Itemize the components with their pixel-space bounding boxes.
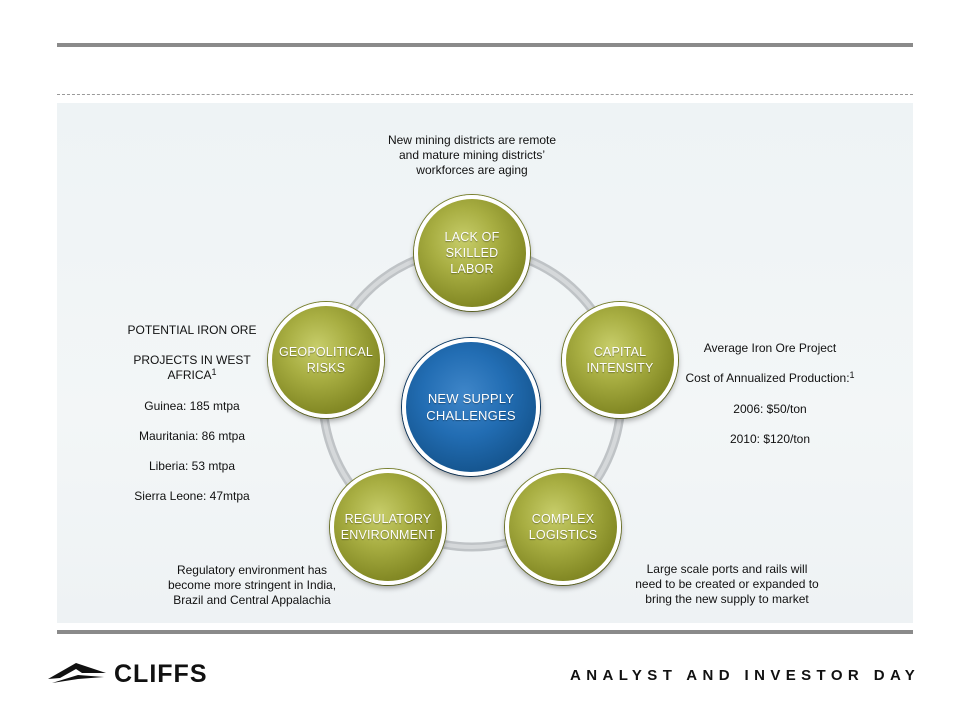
- bottom-rule: [57, 630, 913, 634]
- note-geopolitical-line1: POTENTIAL IRON ORE: [127, 323, 257, 337]
- node-geopolitical-risks: GEOPOLITICAL RISKS: [268, 302, 384, 418]
- footer-tagline: ANALYST AND INVESTOR DAY: [570, 667, 921, 684]
- note-capital-line2: Cost of Annualized Production:: [685, 371, 850, 385]
- node-label-capital: CAPITAL INTENSITY: [586, 345, 654, 375]
- node-label-geopolitical: GEOPOLITICAL RISKS: [278, 345, 374, 375]
- cliffs-logo: CLIFFS: [48, 660, 208, 689]
- node-label-logistics: COMPLEX LOGISTICS: [528, 512, 598, 542]
- note-geopolitical-item: Mauritania: 86 mtpa: [138, 429, 246, 443]
- logo-wordmark: CLIFFS: [114, 660, 208, 688]
- note-capital-line2-wrap: Cost of Annualized Production:1: [680, 370, 860, 387]
- note-capital: Average Iron Ore Project Cost of Annuali…: [680, 326, 860, 462]
- note-logistics: Large scale ports and rails will need to…: [635, 562, 819, 606]
- node-label-labor: LACK OF SKILLED LABOR: [444, 230, 500, 276]
- note-geopolitical-item: Sierra Leone: 47mtpa: [134, 489, 250, 503]
- node-capital-intensity: CAPITAL INTENSITY: [562, 302, 678, 418]
- note-labor: New mining districts are remote and matu…: [387, 133, 557, 177]
- node-label-regulatory: REGULATORY ENVIRONMENT: [340, 512, 436, 542]
- center-node-new-supply-challenges: NEW SUPPLY CHALLENGES: [402, 338, 540, 476]
- footnote-marker-capital: 1: [849, 370, 855, 380]
- footnote-marker-geopolitical: 1: [211, 367, 217, 377]
- note-geopolitical-line2: PROJECTS IN WEST AFRICA: [133, 353, 251, 382]
- center-node-label: NEW SUPPLY CHALLENGES: [426, 391, 516, 423]
- note-capital-line1: Average Iron Ore Project: [703, 341, 837, 355]
- note-geopolitical: POTENTIAL IRON ORE PROJECTS IN WEST AFRI…: [112, 308, 272, 519]
- note-regulatory: Regulatory environment has become more s…: [167, 563, 337, 607]
- note-capital-line4: 2010: $120/ton: [729, 432, 811, 446]
- node-complex-logistics: COMPLEX LOGISTICS: [505, 469, 621, 585]
- title-divider: [57, 94, 913, 95]
- note-geopolitical-item: Liberia: 53 mtpa: [148, 459, 236, 473]
- note-geopolitical-item: Guinea: 185 mtpa: [144, 399, 240, 413]
- node-lack-of-skilled-labor: LACK OF SKILLED LABOR: [414, 195, 530, 311]
- top-rule: [57, 43, 913, 47]
- cliffs-logo-mark-icon: [48, 662, 106, 683]
- note-geopolitical-line2-wrap: PROJECTS IN WEST AFRICA1: [112, 353, 272, 384]
- note-capital-line3: 2006: $50/ton: [733, 402, 807, 416]
- node-regulatory-environment: REGULATORY ENVIRONMENT: [330, 469, 446, 585]
